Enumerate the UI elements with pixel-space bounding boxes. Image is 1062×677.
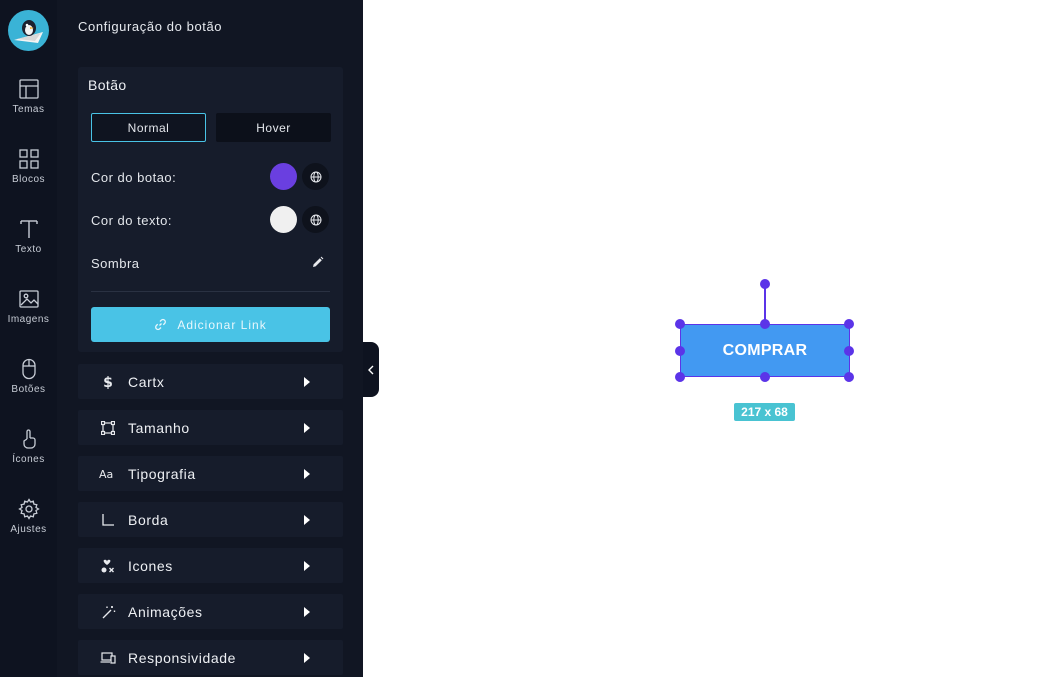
icon-rail: Temas Blocos Texto Imagens Botões Ícones… xyxy=(0,0,57,677)
caret-right-icon xyxy=(304,561,310,571)
rail-item-texto[interactable]: Texto xyxy=(0,218,57,278)
section-cartx[interactable]: $ Cartx xyxy=(78,364,343,399)
layout-icon xyxy=(18,79,39,99)
button-color-label: Cor do botao: xyxy=(91,170,177,185)
rail-label: Texto xyxy=(15,244,42,255)
shadow-row: Sombra xyxy=(91,249,331,277)
section-tipografia[interactable]: Aa Tipografia xyxy=(78,456,343,491)
resize-icon xyxy=(99,419,117,437)
caret-right-icon xyxy=(304,607,310,617)
icons-icon xyxy=(99,557,117,575)
global-color-button[interactable] xyxy=(302,206,329,233)
pencil-icon xyxy=(313,256,324,267)
edit-shadow-button[interactable] xyxy=(304,249,331,276)
panel-title: Configuração do botão xyxy=(78,19,223,34)
section-label: Responsividade xyxy=(128,650,237,666)
magic-wand-icon xyxy=(99,603,117,621)
resize-handle-top[interactable] xyxy=(760,319,770,329)
tab-hover[interactable]: Hover xyxy=(216,113,331,142)
border-icon xyxy=(99,511,117,529)
shadow-label: Sombra xyxy=(91,256,140,271)
rail-item-blocos[interactable]: Blocos xyxy=(0,148,57,208)
typography-icon: Aa xyxy=(99,465,117,483)
link-icon xyxy=(155,318,167,331)
section-animacoes[interactable]: Animações xyxy=(78,594,343,629)
divider xyxy=(91,291,330,292)
button-color-row: Cor do botao: xyxy=(91,163,331,191)
size-badge: 217 x 68 xyxy=(734,403,795,421)
chevron-left-icon xyxy=(368,365,374,374)
section-label: Borda xyxy=(128,512,169,528)
grid-icon xyxy=(18,149,39,169)
settings-panel: Configuração do botão Botão Normal Hover… xyxy=(57,0,363,677)
rotation-line xyxy=(764,285,766,324)
selected-canvas-button[interactable]: COMPRAR xyxy=(680,324,850,377)
rotate-handle[interactable] xyxy=(760,279,770,289)
resize-handle-left[interactable] xyxy=(675,346,685,356)
caret-right-icon xyxy=(304,515,310,525)
text-color-swatch[interactable] xyxy=(270,206,297,233)
svg-text:$: $ xyxy=(103,375,113,390)
add-link-button[interactable]: Adicionar Link xyxy=(91,307,330,342)
section-label: Animações xyxy=(128,604,203,620)
resize-handle-top-left[interactable] xyxy=(675,319,685,329)
caret-right-icon xyxy=(304,469,310,479)
svg-text:Aa: Aa xyxy=(99,468,113,481)
app-logo[interactable] xyxy=(8,10,49,51)
tab-normal[interactable]: Normal xyxy=(91,113,206,142)
rail-label: Botões xyxy=(11,384,46,395)
section-label: Tamanho xyxy=(128,420,190,436)
rail-item-temas[interactable]: Temas xyxy=(0,78,57,138)
image-icon xyxy=(18,290,39,308)
resize-handle-bottom-right[interactable] xyxy=(844,372,854,382)
mouse-icon xyxy=(21,358,36,380)
rail-label: Blocos xyxy=(11,174,45,185)
rail-item-ajustes[interactable]: Ajustes xyxy=(0,498,57,558)
section-icones[interactable]: Icones xyxy=(78,548,343,583)
global-color-button[interactable] xyxy=(302,163,329,190)
gear-icon xyxy=(17,498,40,520)
text-color-row: Cor do texto: xyxy=(91,206,331,234)
section-label: Tipografia xyxy=(128,466,196,482)
dollar-icon: $ xyxy=(99,373,117,391)
section-borda[interactable]: Borda xyxy=(78,502,343,537)
section-tamanho[interactable]: Tamanho xyxy=(78,410,343,445)
pointer-hand-icon xyxy=(22,429,36,449)
rail-item-icones[interactable]: Ícones xyxy=(0,428,57,488)
button-settings-card: Botão Normal Hover Cor do botao: Cor do … xyxy=(78,67,343,352)
resize-handle-bottom[interactable] xyxy=(760,372,770,382)
text-color-label: Cor do texto: xyxy=(91,213,172,228)
caret-right-icon xyxy=(304,377,310,387)
collapse-panel-button[interactable] xyxy=(363,342,379,397)
rail-label: Imagens xyxy=(7,314,50,325)
section-responsividade[interactable]: Responsividade xyxy=(78,640,343,675)
rail-item-botoes[interactable]: Botões xyxy=(0,358,57,418)
globe-icon xyxy=(310,171,321,182)
caret-right-icon xyxy=(304,653,310,663)
resize-handle-top-right[interactable] xyxy=(844,319,854,329)
devices-icon xyxy=(99,649,117,667)
card-title: Botão xyxy=(88,77,127,93)
rail-label: Ajustes xyxy=(10,524,47,535)
text-icon xyxy=(19,220,38,238)
section-label: Cartx xyxy=(128,374,165,390)
resize-handle-right[interactable] xyxy=(844,346,854,356)
rail-label: Temas xyxy=(12,104,45,115)
add-link-label: Adicionar Link xyxy=(177,317,267,332)
section-label: Icones xyxy=(128,558,173,574)
rail-item-imagens[interactable]: Imagens xyxy=(0,288,57,348)
globe-icon xyxy=(310,214,321,225)
resize-handle-bottom-left[interactable] xyxy=(675,372,685,382)
button-color-swatch[interactable] xyxy=(270,163,297,190)
caret-right-icon xyxy=(304,423,310,433)
rail-label: Ícones xyxy=(12,454,45,465)
